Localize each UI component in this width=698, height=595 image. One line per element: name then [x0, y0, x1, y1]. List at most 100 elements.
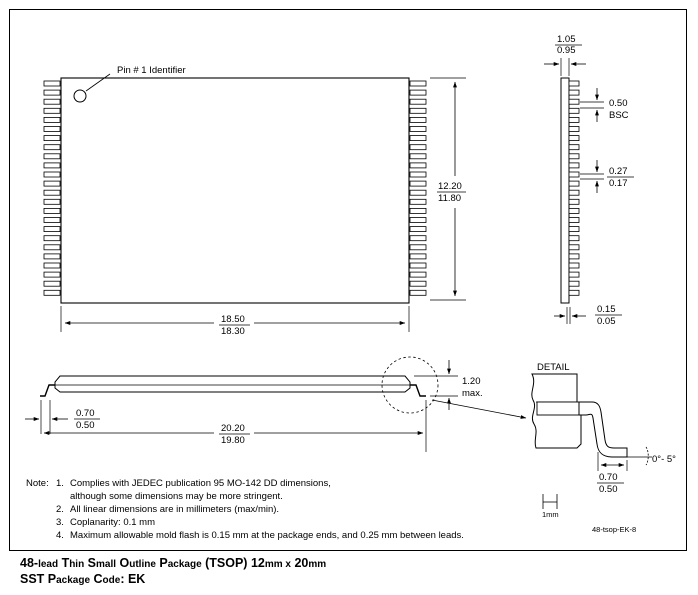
height-dim-max: 12.20: [438, 181, 462, 192]
detail-view: DETAIL 0°- 5° 0.70 0.50 1mm 48-tsop-EK-8: [431, 362, 676, 534]
note-2: All linear dimensions are in millimeters…: [70, 504, 280, 515]
lead-pin: [409, 235, 427, 242]
lead-pin: [568, 135, 580, 142]
lead-pin: [568, 289, 580, 296]
lead-pin: [43, 98, 61, 105]
caption-title: 48-lead Thin Small Outline Package (TSOP…: [20, 556, 327, 570]
note-4-number: 4.: [56, 530, 64, 541]
lead-pin: [409, 153, 427, 160]
width-dim-max: 18.50: [221, 314, 245, 325]
package-caption: 48-lead Thin Small Outline Package (TSOP…: [20, 556, 326, 588]
top-view: Pin # 1 Identifier 12.20 11.80 18.50 18.…: [43, 65, 466, 337]
note-2-number: 2.: [56, 504, 64, 515]
lead-pin: [568, 162, 580, 169]
lead-pin: [43, 289, 61, 296]
front-lead-right: [410, 384, 426, 397]
lead-pin: [43, 80, 61, 87]
lead-pin: [568, 98, 580, 105]
lead-pin: [43, 126, 61, 132]
lead-pin: [568, 126, 580, 132]
lead-pin: [43, 226, 61, 233]
lead-pin: [43, 144, 61, 151]
lead-width-dim-max: 0.27: [609, 166, 628, 177]
lead-pin: [409, 189, 427, 196]
lead-pin: [43, 153, 61, 160]
lead-pin: [568, 280, 580, 287]
note-3: Coplanarity: 0.1 mm: [70, 517, 156, 528]
pitch-dim: 0.50: [609, 98, 628, 109]
lead-pin: [568, 117, 580, 123]
lead-pin: [409, 207, 427, 214]
lead-pin: [43, 89, 61, 96]
note-1-line-1: Complies with JEDEC publication 95 MO-14…: [70, 478, 331, 489]
thickness-dim-min: 0.95: [557, 45, 576, 56]
lead-pin: [43, 235, 61, 242]
lead-pin: [568, 180, 580, 187]
lead-pin: [409, 117, 427, 123]
lead-pin: [568, 217, 580, 223]
lead-pin: [409, 80, 427, 87]
lead-pin: [409, 89, 427, 96]
lead-pin: [568, 189, 580, 196]
detail-angle: 0°- 5°: [652, 454, 676, 465]
lead-pin: [43, 189, 61, 196]
lead-pin: [568, 253, 580, 260]
lead-pin: [43, 117, 61, 123]
lead-pin: [409, 107, 427, 114]
lead-pin: [409, 289, 427, 296]
lead-pin: [568, 271, 580, 278]
lead-pin: [409, 171, 427, 178]
lead-pin: [409, 198, 427, 205]
lead-pin: [409, 98, 427, 105]
angle-arc: [645, 446, 649, 466]
scale-label: 1mm: [542, 510, 559, 519]
lead-pin: [568, 262, 580, 269]
front-height-note: max.: [462, 388, 483, 399]
lead-pin: [409, 217, 427, 223]
lead-pin: [568, 171, 580, 178]
lead-pin: [409, 180, 427, 187]
lead-pin: [409, 244, 427, 251]
lead-pin: [568, 244, 580, 251]
lead-pin: [43, 198, 61, 205]
lead-pin: [43, 253, 61, 260]
lead-pin: [409, 262, 427, 269]
front-lead-left: [40, 384, 55, 397]
package-body: [60, 77, 410, 304]
lead-pin: [43, 180, 61, 187]
lead-pin: [43, 244, 61, 251]
pin1-label: Pin # 1 Identifier: [117, 65, 186, 76]
front-view: 1.20 max. 0.70 0.50 20.20 19.80: [25, 356, 483, 452]
note-4: Maximum allowable mold flash is 0.15 mm …: [70, 530, 464, 541]
lead-pin: [568, 144, 580, 151]
front-body: [54, 375, 411, 393]
thickness-dim-max: 1.05: [557, 34, 576, 45]
lead-pin: [43, 207, 61, 214]
detail-callout-circle: [381, 356, 439, 414]
lead-pin: [568, 207, 580, 214]
lead-pin: [568, 153, 580, 160]
detail-foot-min: 0.50: [599, 484, 618, 495]
caption-package-code: SST Package Code: EK: [20, 572, 146, 586]
lead-pin: [568, 89, 580, 96]
lead-pin: [409, 253, 427, 260]
pin1-identifier-dot: [73, 89, 87, 103]
lead-pin: [409, 271, 427, 278]
lead-pin: [43, 107, 61, 114]
lead-pin: [409, 144, 427, 151]
right-pin-row: [409, 80, 427, 296]
lead-pin: [568, 80, 580, 87]
lead-pin: [43, 162, 61, 169]
side-view: 1.05 0.95 0.50 BSC 0.27 0.17 0.15 0.05: [544, 34, 634, 327]
detail-lead: [578, 401, 628, 458]
lead-pin: [43, 262, 61, 269]
lead-pin: [409, 126, 427, 132]
width-dim-min: 18.30: [221, 326, 245, 337]
note-1-line-2: although some dimensions may be more str…: [70, 491, 283, 502]
overall-dim-min: 19.80: [221, 435, 245, 446]
drawing-frame: [9, 9, 687, 551]
standoff-dim-min: 0.05: [597, 316, 616, 327]
lead-pin: [43, 135, 61, 142]
lead-pin: [409, 280, 427, 287]
